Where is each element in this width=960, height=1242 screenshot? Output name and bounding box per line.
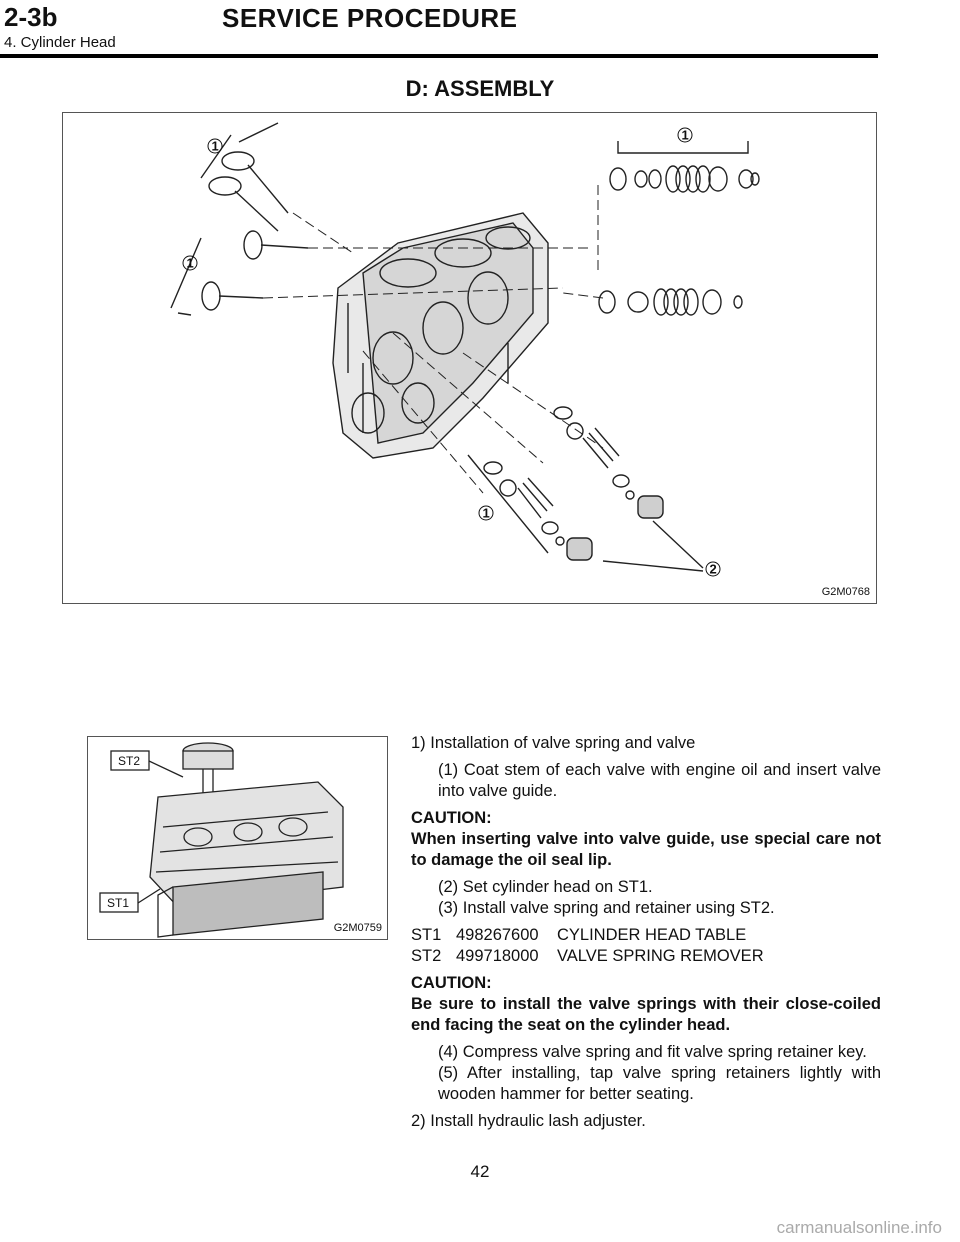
callout-1: 1 [478, 505, 494, 521]
svg-text:2: 2 [710, 562, 717, 577]
caution-text: Be sure to install the valve springs wit… [411, 995, 881, 1034]
step-1-2: (2) Set cylinder head on ST1. [438, 878, 653, 896]
caution-heading: CAUTION: [411, 809, 492, 827]
step-1-3: (3) Install valve spring and retainer us… [438, 899, 775, 917]
special-tools-figure: ST2 ST1 G2M0759 [87, 736, 388, 940]
tool-row-st1: ST1 498267600 CYLINDER HEAD TABLE [411, 925, 881, 946]
tool-id: ST1 [411, 926, 442, 944]
watermark: carmanualsonline.info [776, 1218, 942, 1237]
tool-name: VALVE SPRING REMOVER [557, 947, 764, 965]
step-2: 2) Install hydraulic lash adjuster. [411, 1112, 646, 1130]
st2-label: ST2 [118, 754, 140, 768]
cylinder-head-on-table-drawing: ST2 ST1 [99, 742, 344, 938]
cylinder-head-exploded-drawing: 1 1 1 1 2 [170, 122, 760, 577]
step-1: 1) Installation of valve spring and valv… [411, 734, 696, 752]
step-1-5: (5) After installing, tap valve spring r… [438, 1064, 881, 1103]
tool-name: CYLINDER HEAD TABLE [557, 926, 747, 944]
header-rule [0, 54, 878, 58]
caution-text: When inserting valve into valve guide, u… [411, 830, 881, 869]
tool-part-number: 498267600 [456, 926, 539, 944]
figure-code: G2M0768 [821, 586, 870, 598]
caution-heading: CAUTION: [411, 974, 492, 992]
callout-1: 1 [207, 138, 223, 154]
tool-row-st2: ST2 499718000 VALVE SPRING REMOVER [411, 946, 881, 967]
section-code: 2-3b [4, 2, 58, 32]
page-header-title: SERVICE PROCEDURE [222, 3, 518, 33]
step-1-4: (4) Compress valve spring and fit valve … [438, 1043, 867, 1061]
procedure-text: 1) Installation of valve spring and valv… [411, 733, 881, 1132]
figure-code: G2M0759 [333, 922, 382, 934]
page-header-subtitle: 4. Cylinder Head [4, 34, 116, 51]
svg-text:1: 1 [187, 256, 194, 271]
exploded-view-figure: 1 1 1 1 2 G2M0768 [62, 112, 877, 604]
page-number: 42 [470, 1162, 490, 1181]
svg-text:1: 1 [682, 128, 689, 143]
st1-label: ST1 [107, 896, 129, 910]
step-1-1: (1) Coat stem of each valve with engine … [438, 761, 881, 800]
callout-1: 1 [182, 255, 198, 271]
tool-id: ST2 [411, 947, 442, 965]
tool-part-number: 499718000 [456, 947, 539, 965]
section-title: D: ASSEMBLY [405, 76, 555, 101]
svg-text:1: 1 [212, 139, 219, 154]
callout-2: 2 [705, 561, 721, 577]
callout-1: 1 [677, 127, 693, 143]
svg-text:1: 1 [483, 506, 490, 521]
